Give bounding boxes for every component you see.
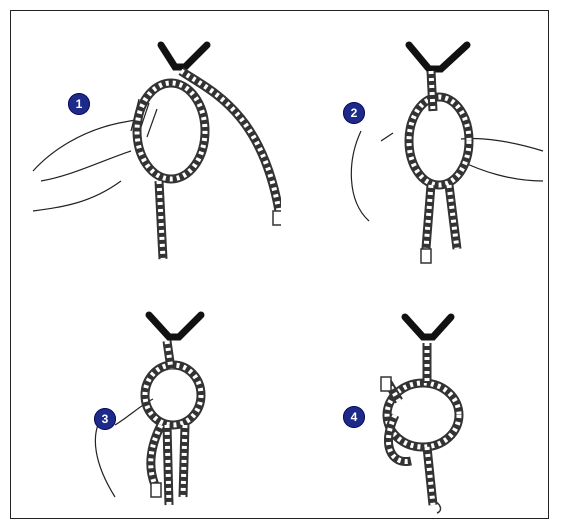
rope-end [381,377,391,391]
left-hand-icon [33,119,141,211]
step-4-illustration [281,265,551,519]
step-number: 3 [102,412,109,426]
step-1-panel: 1 [11,11,281,265]
step-2-panel: 2 [281,11,551,265]
hook-icon [149,315,201,337]
standing-rope [159,181,163,259]
step-3-badge: 3 [94,408,116,430]
hand-icon [351,131,543,221]
rope-end [273,211,281,225]
hook-icon [409,45,467,69]
step-number: 4 [351,410,358,424]
step-4-badge: 4 [343,406,365,428]
hook-icon [405,317,451,337]
step-4-panel: 4 [281,265,551,519]
step-2-illustration [281,11,551,265]
step-3-illustration [11,265,281,519]
rope-end [421,249,431,263]
step-number: 1 [76,97,83,111]
step-2-badge: 2 [343,102,365,124]
step-1-badge: 1 [68,93,90,115]
rope-end [151,483,161,497]
knot-tying-diagram: 1 2 3 [10,10,549,519]
hook-icon [161,45,207,67]
step-1-illustration [11,11,281,265]
step-number: 2 [351,106,358,120]
step-3-panel: 3 [11,265,281,519]
